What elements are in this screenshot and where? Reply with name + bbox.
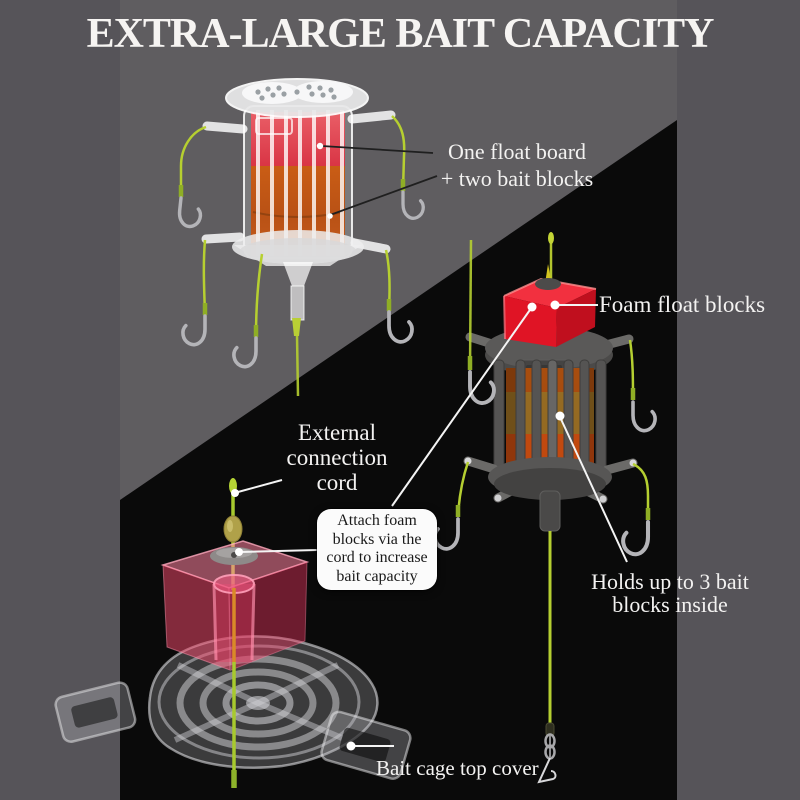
cage-hook-rigs [433, 239, 657, 554]
label-line: cord [316, 470, 358, 495]
cover-left-tab [54, 681, 137, 744]
info-box-line: Attach foam [337, 512, 417, 529]
label-line: One float board [447, 139, 587, 164]
callout-dot [555, 411, 565, 421]
label-line: + two bait blocks [440, 166, 594, 191]
cage-bottom-cap [463, 456, 638, 532]
label-bait-cage-top-cover: Bait cage top cover [376, 756, 539, 780]
fishing-hook [623, 522, 648, 554]
callout-lines [231, 142, 628, 751]
fishing-hook [176, 196, 204, 230]
callout-dot [316, 142, 324, 150]
cage-body-with-bait [493, 359, 607, 479]
cord-bead [223, 515, 243, 543]
bait-cage-with-foam-float-illustration [433, 232, 657, 784]
red-foam-float-block [503, 264, 597, 347]
fishing-hook [401, 190, 425, 220]
bottom-funnel [283, 262, 313, 336]
perforated-float-lid [225, 78, 369, 118]
fishing-hook [181, 314, 207, 347]
page-title: EXTRA-LARGE BAIT CAPACITY [86, 11, 715, 57]
fishing-hook [232, 336, 258, 369]
info-box-line: cord to increase [326, 549, 428, 566]
transparent-bait-cage-illustration [176, 78, 425, 397]
callout-dot [346, 741, 356, 751]
label-line: Holds up to 3 bait [591, 569, 749, 594]
label-line: blocks inside [612, 592, 728, 617]
float-disc-washer [210, 547, 258, 565]
label-line: connection [286, 445, 388, 470]
cage-latch [255, 117, 293, 135]
main-line-and-swivel [537, 531, 557, 784]
callout-dot [231, 489, 239, 497]
info-box-attach-foam: Attach foam blocks via the cord to incre… [317, 509, 437, 590]
label-foam-float-blocks: Foam float blocks [599, 292, 766, 317]
label-holds-bait-blocks: Holds up to 3 bait blocks inside [570, 570, 770, 616]
fishing-hook [387, 310, 414, 344]
cage-bottom-collar [232, 230, 364, 266]
callout-dot [235, 548, 243, 556]
callout-dot [550, 300, 560, 310]
label-float-board: One float board + two bait blocks [427, 138, 607, 192]
label-line: External [298, 420, 376, 445]
label-external-connection-cord: External connection cord [267, 420, 407, 495]
cage-hook-rigs [176, 115, 425, 397]
bottom-tube [539, 490, 561, 532]
callout-dot [327, 213, 333, 219]
float-antenna-tip [548, 232, 554, 244]
fishing-hook [433, 517, 460, 551]
callout-dot [527, 302, 537, 312]
snap-clip [537, 757, 557, 784]
info-box-line: bait capacity [336, 567, 418, 585]
info-box-line: blocks via the [332, 530, 422, 548]
fishing-hook [631, 400, 657, 433]
cube-grommet [535, 278, 561, 290]
